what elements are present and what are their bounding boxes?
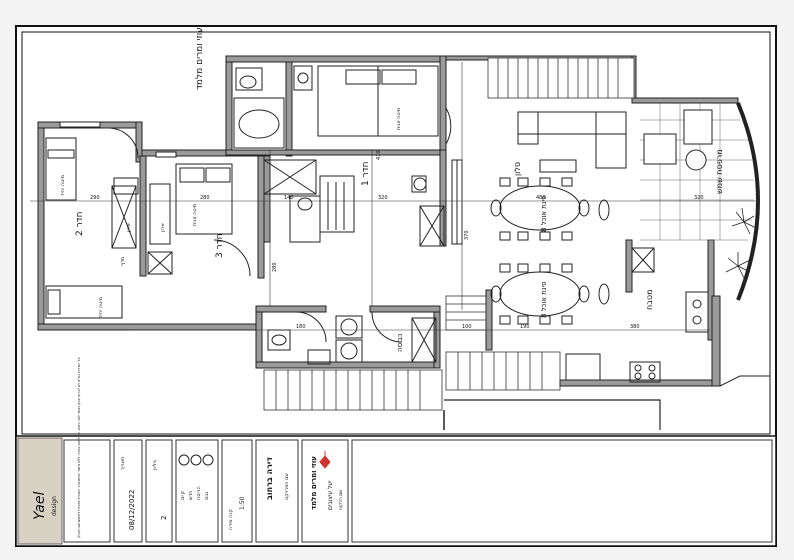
dimension-label: 280	[272, 262, 278, 272]
bed-double	[175, 163, 233, 235]
notes-text: כל המידות בס"מ ויש לבדוק אותן באתר לפני …	[77, 357, 81, 538]
legend-item: קיים	[180, 490, 186, 500]
legend-item: הריסה	[196, 486, 202, 500]
scale-label: קנה מידה	[228, 509, 234, 530]
stairs-top	[487, 57, 635, 99]
dining-table	[490, 177, 610, 325]
dimension-labels: 290 280 140 320 480 320 180 100 190 380 …	[90, 150, 704, 330]
room-label-bedroom-main: חדר 1	[361, 161, 371, 186]
dimension-lines	[30, 62, 760, 331]
title-block: Yael design כל המידות בס"מ ויש לבדוק אות…	[15, 357, 777, 547]
plan-title: עוזי ומרים מלמד	[195, 27, 205, 90]
legend-item: חדש	[188, 490, 194, 500]
legend-item: גבס	[204, 492, 210, 500]
sheet-label: גיליון	[152, 460, 158, 470]
room-label-dining-b: פינת אוכל 8	[540, 281, 548, 318]
dimension-label: 100	[462, 324, 472, 330]
dimension-label: 480	[536, 195, 546, 201]
dimension-label: 380	[630, 324, 640, 330]
furniture-label: מיטה זוגית	[192, 204, 198, 226]
logo-cell	[17, 437, 63, 545]
legend-cell	[175, 439, 219, 543]
dimension-label: 180	[296, 324, 306, 330]
dimension-label: 320	[378, 195, 388, 201]
dimension-label: 410	[376, 150, 382, 160]
brand-logo-icon	[319, 451, 331, 469]
bed-single	[45, 285, 123, 319]
furniture-label: מיטה יחיד	[60, 175, 66, 196]
date-label: תאריך	[120, 457, 126, 470]
sheet-number: 2	[160, 516, 168, 520]
project-name: דירה ברחוב	[265, 457, 274, 500]
room-label-living: סלון	[513, 162, 522, 176]
dimension-label: 290	[90, 195, 100, 201]
furniture-label: ארון	[160, 223, 166, 232]
room-label-bedroom-mid: חדר 3	[215, 233, 225, 258]
floor-plan	[30, 55, 770, 430]
client-name: עוזי ומרים מלמד	[310, 456, 318, 510]
designer-name: יעל עיצובים	[327, 481, 334, 511]
plant-icon	[725, 207, 757, 279]
room-label-kitchen: מטבח	[645, 290, 654, 310]
logo-subtext: design	[51, 496, 58, 516]
client-label: שם הלקוח	[339, 490, 344, 510]
dimension-label: 280	[200, 195, 210, 201]
furniture-label: מיטה זוגית	[396, 108, 402, 130]
room-label-dining-a: פינת אוכל 8	[540, 195, 548, 232]
room-label-bedroom-left: חדר 2	[75, 211, 85, 236]
furniture-label: מדף	[120, 257, 126, 266]
furniture-label: מיטה יחיד	[98, 297, 104, 318]
room-label-balcony: מרפסת שמש	[715, 149, 724, 194]
room-label-laundry: כביסה	[396, 333, 404, 352]
logo-text: Yael	[32, 492, 48, 520]
date-value: 08/12/2022	[128, 490, 136, 530]
project-label: שם הפרויקט	[284, 473, 290, 500]
walls	[37, 55, 739, 387]
bed-single	[45, 137, 77, 201]
room-labels: עוזי ומרים מלמד חדר 2 חדר 3 חדר 1 סלון פ…	[60, 27, 724, 352]
dimension-label: 320	[694, 195, 704, 201]
scale-value: 1:50	[239, 496, 246, 510]
furniture-label: ארון	[126, 223, 132, 232]
dimension-label: 140	[284, 195, 294, 201]
dimension-label: 370	[464, 230, 470, 240]
dimension-label: 190	[520, 324, 530, 330]
stairs-bottom	[263, 295, 561, 411]
